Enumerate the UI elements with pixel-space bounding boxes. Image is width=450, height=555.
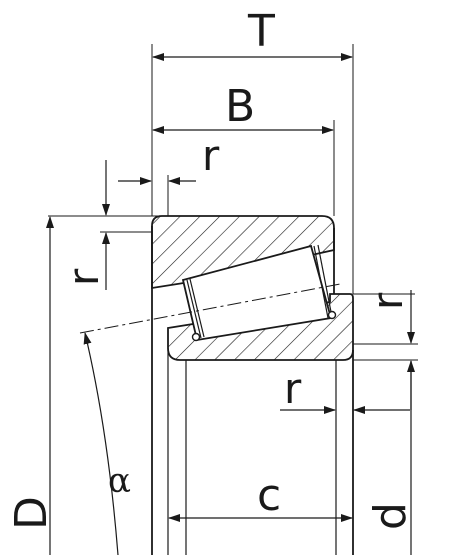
label-d: d <box>365 502 416 530</box>
alpha-arc <box>83 332 119 555</box>
roller-pin-left <box>191 332 201 342</box>
outer-ring <box>151 215 335 290</box>
label-r-left: r <box>59 268 108 286</box>
label-r-right: r <box>363 292 412 310</box>
label-B: B <box>225 81 255 132</box>
label-alpha: α <box>108 461 131 501</box>
roller-axis <box>79 283 341 334</box>
label-c: c <box>257 470 281 521</box>
roller-pin-right <box>327 310 337 320</box>
label-r-top: r <box>202 131 220 180</box>
label-r-inner: r <box>284 364 302 413</box>
label-D: D <box>6 496 57 530</box>
label-T: T <box>247 6 275 57</box>
